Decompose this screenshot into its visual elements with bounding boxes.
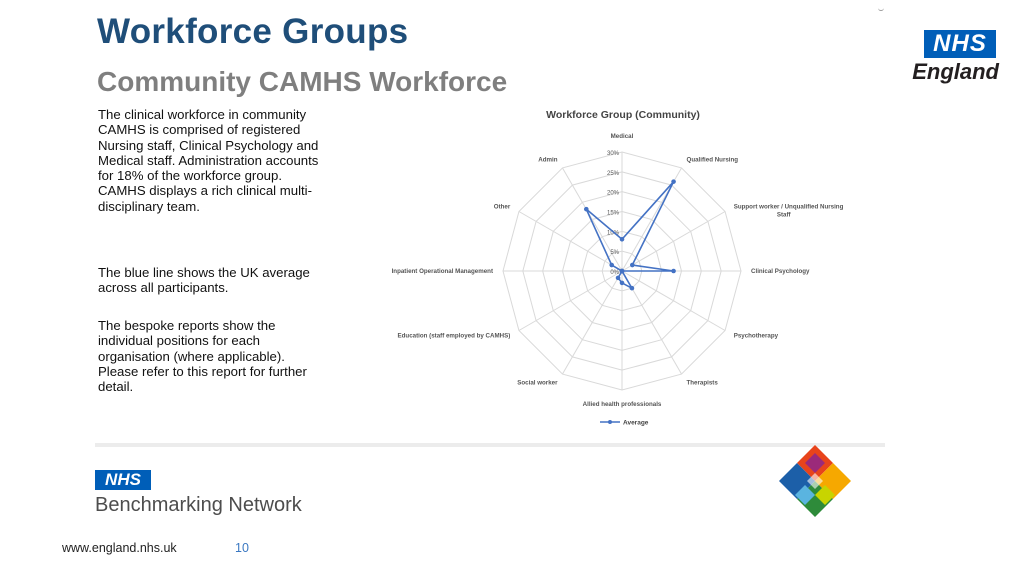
paragraph-uk-average: The blue line shows the UK average acros… xyxy=(98,265,310,296)
radial-tick-label: 10% xyxy=(607,230,620,236)
category-label: Qualified Nursing xyxy=(687,156,739,163)
slide-subtitle: Community CAMHS Workforce xyxy=(97,66,508,97)
category-label: Staff xyxy=(777,212,792,219)
slide-title: Workforce Groups xyxy=(97,12,409,51)
legend-label: Average xyxy=(623,420,649,427)
radial-tick-label: 20% xyxy=(607,191,620,197)
page-number: 10 xyxy=(235,541,249,555)
corner-mark xyxy=(878,6,884,11)
nhs-badge: NHS xyxy=(924,30,996,58)
data-point xyxy=(671,179,676,184)
radar-spoke xyxy=(621,270,726,331)
data-point xyxy=(584,206,589,212)
nhs-england-logo: NHS England xyxy=(904,29,999,87)
category-label: Inpatient Operational Management xyxy=(392,268,493,275)
category-label: Other xyxy=(494,204,511,211)
data-point xyxy=(619,280,625,286)
paragraph-workforce-summary: The clinical workforce in community CAMH… xyxy=(98,107,319,214)
radar-chart: Workforce Group (Community) MedicalQuali… xyxy=(392,109,844,427)
footer-url[interactable]: www.england.nhs.uk xyxy=(62,541,177,555)
radial-tick-label: 5% xyxy=(610,250,619,256)
radar-spoke xyxy=(621,211,726,272)
benchmarking-nhs-badge: NHS xyxy=(95,470,151,490)
radial-tick-label: 30% xyxy=(607,151,620,157)
data-point xyxy=(619,236,625,242)
category-label: Education (staff employed by CAMHS) xyxy=(398,333,511,340)
data-point xyxy=(619,268,625,274)
data-point xyxy=(629,285,635,291)
data-point xyxy=(630,262,635,268)
data-point xyxy=(671,268,676,274)
radar-spoke xyxy=(562,270,623,375)
benchmarking-network-logo-icon xyxy=(779,445,851,517)
radial-tick-label: 25% xyxy=(607,171,620,177)
benchmarking-network-name: Benchmarking Network xyxy=(95,494,302,516)
category-label: Therapists xyxy=(687,380,719,387)
footer-divider xyxy=(95,443,885,447)
data-point xyxy=(609,262,614,268)
legend-marker xyxy=(608,420,612,424)
category-label: Social worker xyxy=(517,380,558,387)
chart-title: Workforce Group (Community) xyxy=(546,109,700,121)
nhs-england-wordmark: England xyxy=(912,59,999,84)
series-line-average xyxy=(585,181,675,291)
radar-spoke xyxy=(518,211,623,272)
category-label: Support worker / Unqualified Nursing xyxy=(734,204,844,211)
category-label: Admin xyxy=(538,156,557,163)
data-point xyxy=(615,275,621,281)
category-label: Clinical Psychology xyxy=(751,268,810,275)
radial-tick-label: 15% xyxy=(607,211,620,217)
paragraph-bespoke-reports: The bespoke reports show the individual … xyxy=(98,318,307,395)
category-label: Allied health professionals xyxy=(583,401,662,408)
radar-spoke xyxy=(518,270,623,331)
radial-tick-label: 0% xyxy=(610,270,619,276)
category-label: Medical xyxy=(611,133,634,140)
radar-spoke xyxy=(562,167,623,272)
category-label: Psychotherapy xyxy=(734,333,779,340)
